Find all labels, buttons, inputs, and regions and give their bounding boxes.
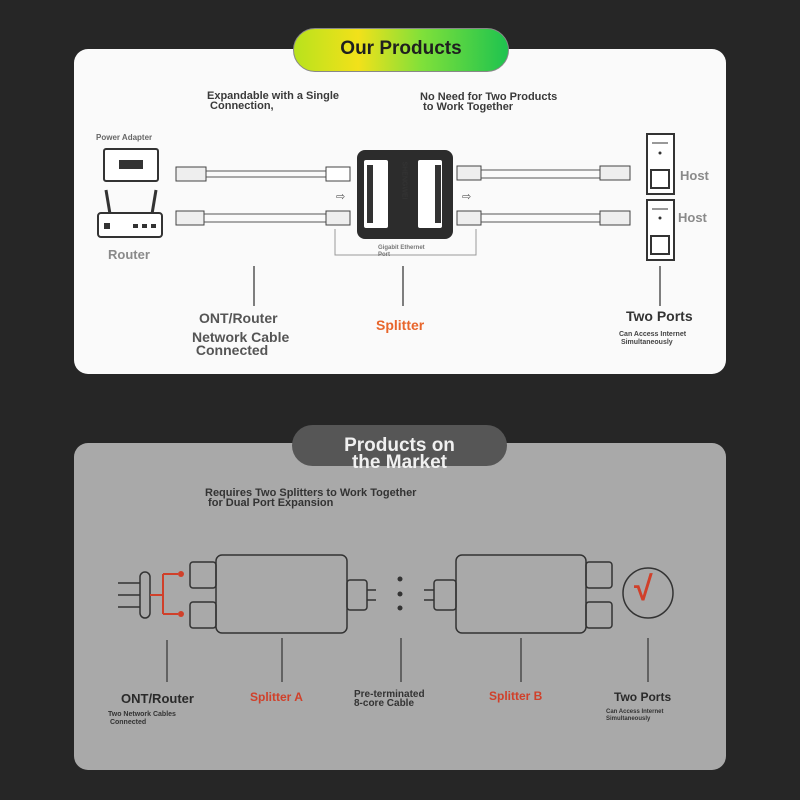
brand-label: SHENGWEI [400,161,408,200]
host-icon-2 [646,199,675,261]
two-ports-label-b: Two Ports [614,690,672,704]
wire-bundle-icon [118,571,184,619]
ont-router-label-b: ONT/Router [121,691,194,706]
port-bracket [334,229,477,256]
arrow-icon-left: ⇨ [336,191,345,203]
ont-router-label: ONT/Router [199,310,278,326]
two-ports-sub-label-b: Can Access Internet Simultaneously [606,709,664,722]
check-circle-icon [622,567,674,619]
market-note: Requires Two Splitters to Work Together … [205,487,417,509]
power-adapter-icon [103,148,159,182]
host-label-1: Host [680,168,709,183]
usb-cable [175,166,351,182]
splitter-device-icon [357,150,453,239]
splitter-label: Splitter [376,317,425,333]
power-adapter-label: Power Adapter [96,133,153,142]
ethernet-cable-right-1 [456,165,631,181]
cable-label: Pre-terminated 8-core Cable [354,689,425,709]
splitter-b-device-icon [424,554,613,634]
market-products-title-text: Products on the Market [344,435,455,473]
note-no-need: No Need for Two Products to Work Togethe… [420,91,558,113]
arrow-icon-right: ⇨ [462,191,471,203]
ont-sub-label: Two Network Cables Connected [108,711,176,726]
two-ports-label: Two Ports [626,308,693,324]
splitter-b-label: Splitter B [489,689,543,703]
port-label: Gigabit Ethernet Port [378,245,425,258]
ethernet-cable-left [175,210,351,226]
splitter-a-label: Splitter A [250,690,303,704]
router-icon [97,189,163,238]
check-icon: √ [634,570,653,608]
ethernet-cable-right-2 [456,210,631,226]
cable-dots-icon [397,576,403,611]
market-products-title: Products on the Market [292,425,507,472]
host-icon-1 [646,133,675,195]
two-ports-sub-label: Can Access Internet Simultaneously [619,331,687,346]
note-expandable: Expandable with a Single Connection, [207,90,340,112]
router-label: Router [108,247,150,262]
splitter-a-device-icon [189,554,376,634]
network-cable-label: Network Cable Connected [192,329,290,358]
our-products-title: Our Products [293,28,509,72]
host-label-2: Host [678,210,707,225]
